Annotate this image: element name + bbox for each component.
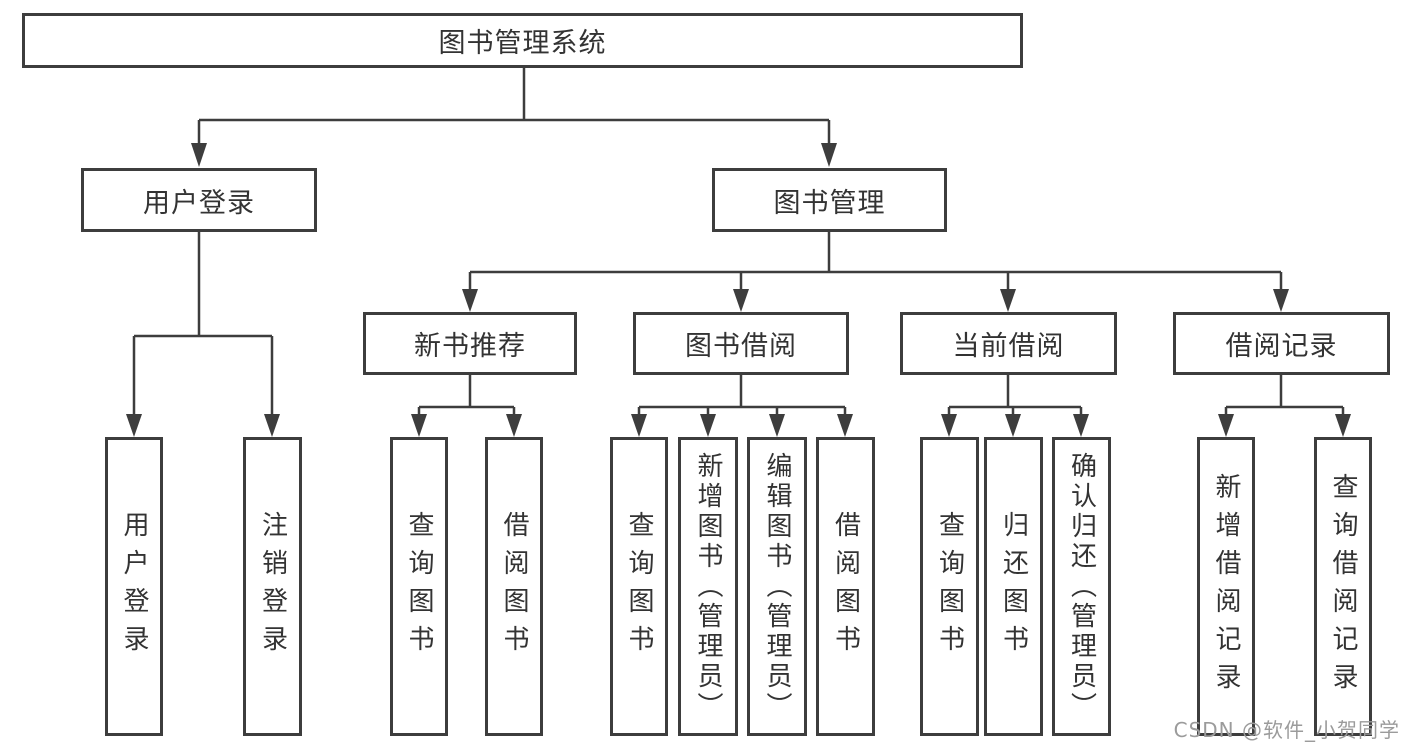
arrowheads [126,143,1351,437]
csdn-watermark: CSDN @软件_小贺同学 [1173,718,1400,742]
node-label: 新书推荐 [414,331,526,362]
connector-lines [132,68,1345,416]
leaf-query-books: 查询图书 [390,437,448,736]
leaf-borrow-books: 借阅图书 [816,437,875,736]
node-current-borrow: 当前借阅 [900,312,1117,375]
leaf-query-books: 查询图书 [610,437,668,736]
node-label: 当前借阅 [952,331,1065,362]
leaf-label: 编辑图书（管理员） [762,451,792,722]
leaf-label: 查询图书 [934,510,965,663]
leaf-edit-books-admin: 编辑图书（管理员） [747,437,807,736]
node-label: 借阅记录 [1225,331,1338,362]
node-label: 图书管理 [773,187,886,219]
leaf-add-books-admin: 新增图书（管理员） [678,437,738,736]
node-borrow-record: 借阅记录 [1173,312,1390,375]
leaf-label: 注销登录 [257,510,288,663]
leaf-label: 查询图书 [404,510,434,663]
node-book-borrow: 图书借阅 [633,312,849,375]
node-new-book-recommend: 新书推荐 [363,312,577,375]
leaf-add-borrow-record: 新增借阅记录 [1197,437,1255,736]
leaf-user-login: 用户登录 [105,437,163,736]
node-label: 图书借阅 [685,331,797,362]
leaf-borrow-books: 借阅图书 [485,437,543,736]
leaf-query-books: 查询图书 [920,437,979,736]
leaf-label: 归还图书 [998,510,1029,663]
node-label: 用户登录 [143,187,255,219]
leaf-confirm-return-admin: 确认归还（管理员） [1052,437,1111,736]
leaf-label: 确认归还（管理员） [1066,451,1097,722]
leaf-label: 查询图书 [624,510,654,663]
leaf-label: 新增图书（管理员） [693,451,723,722]
leaf-logout: 注销登录 [243,437,302,736]
leaf-label: 借阅图书 [499,510,529,663]
leaf-label: 用户登录 [119,510,149,663]
node-label: 图书管理系统 [438,28,607,59]
leaf-label: 查询借阅记录 [1328,472,1358,701]
leaf-return-books: 归还图书 [984,437,1043,736]
node-user-login: 用户登录 [81,168,317,232]
leaf-label: 新增借阅记录 [1211,472,1241,701]
node-book-management: 图书管理 [712,168,947,232]
node-library-system: 图书管理系统 [22,13,1023,68]
leaf-label: 借阅图书 [830,510,861,663]
leaf-query-borrow-record: 查询借阅记录 [1314,437,1372,736]
